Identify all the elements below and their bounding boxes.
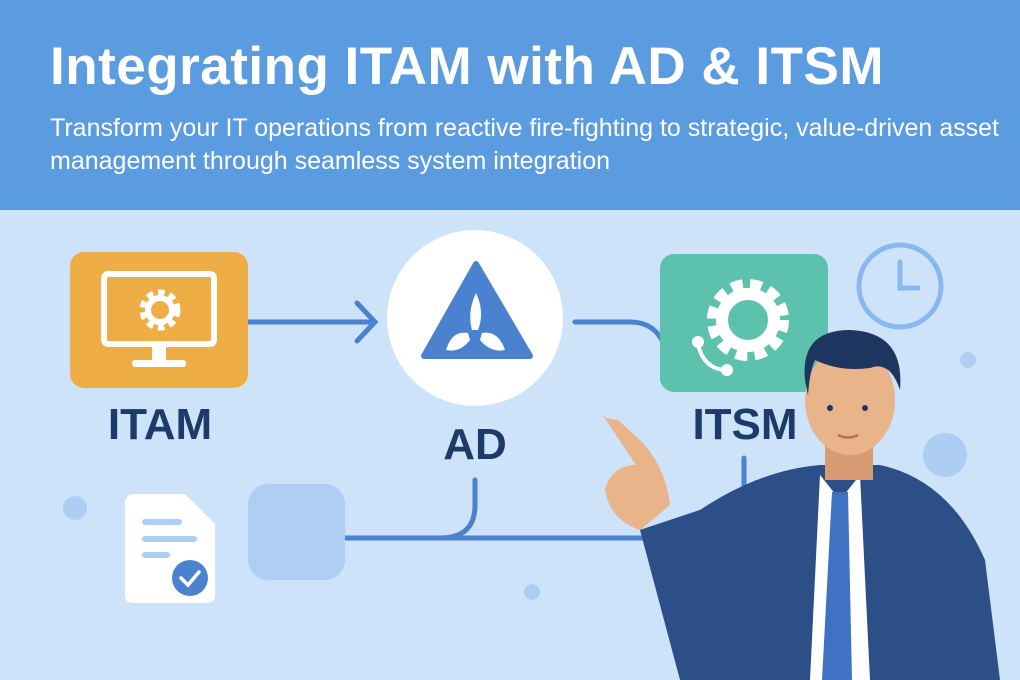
itsm-label: ITSM [692,400,798,449]
ad-label: AD [443,420,507,469]
line-ad-to-itsm [572,319,665,343]
ad-node [387,230,563,406]
decor-dot [960,352,976,368]
businessman-illustration [603,330,1000,680]
itam-label: ITAM [107,400,213,449]
clock-icon [856,242,944,330]
decor-dot [63,496,87,520]
page-title: Integrating ITAM with AD & ITSM [50,37,884,96]
decor-dot [524,584,540,600]
ad-triangle-icon [421,261,533,359]
placeholder-tile [248,484,345,580]
header-banner: Integrating ITAM with AD & ITSM Transfor… [0,0,1020,210]
decor-dot [923,433,967,477]
itsm-node [660,254,828,392]
itam-node [70,252,248,388]
gear-headset-icon [692,279,789,376]
page-subtitle: Transform your IT operations from reacti… [50,114,999,175]
line-ad-down [437,477,478,541]
monitor-gear-icon [101,271,217,367]
approved-document-icon [125,494,215,603]
